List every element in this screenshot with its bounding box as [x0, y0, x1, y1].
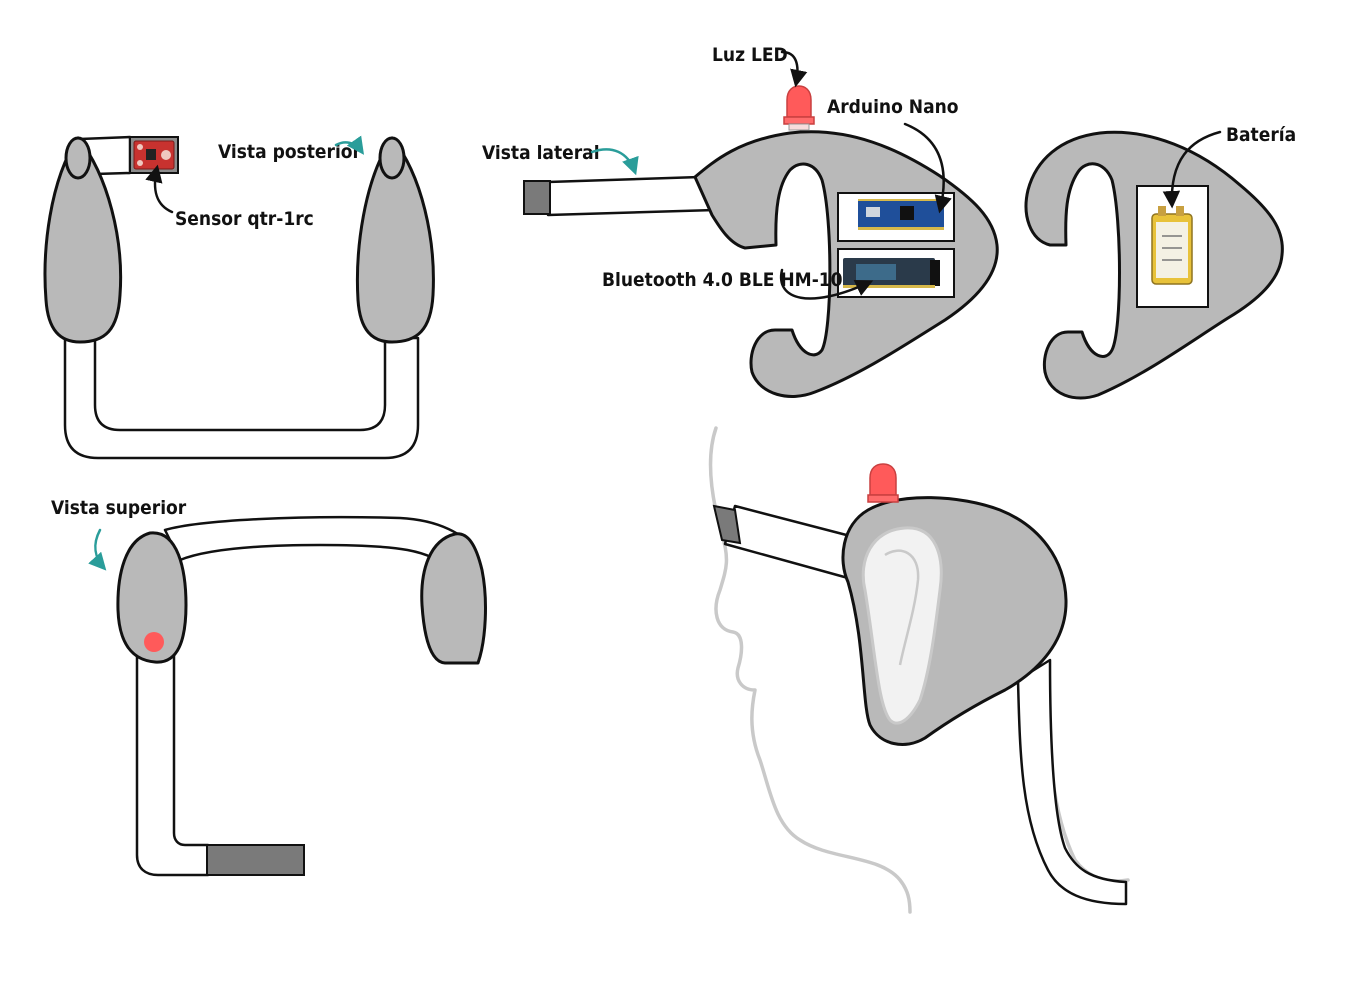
side-view-arm-tip — [524, 181, 550, 214]
top-view: Vista superior — [51, 497, 485, 875]
arduino-board — [858, 199, 944, 230]
sensor-board — [134, 141, 174, 169]
arduino-label: Arduino Nano — [827, 96, 959, 118]
battery-view: Batería — [1026, 124, 1296, 398]
worn-led — [868, 464, 898, 502]
top-view-arm — [137, 655, 208, 875]
side-view-label: Vista lateral — [482, 142, 600, 164]
battery-cell — [1152, 206, 1192, 284]
top-view-arm-tip — [207, 845, 304, 875]
sensor-label: Sensor qtr-1rc — [175, 208, 314, 230]
worn-view-arm — [725, 506, 858, 578]
battery-label: Batería — [1226, 124, 1296, 146]
worn-view — [710, 428, 1128, 912]
top-view-led-dot — [144, 632, 164, 652]
led-top — [784, 86, 814, 130]
top-view-label: Vista superior — [51, 497, 187, 519]
rear-view: Sensor qtr-1rc Vista posterior — [45, 137, 433, 458]
sensor-arrow — [155, 168, 172, 212]
side-view-arm — [548, 177, 715, 215]
worn-view-band — [1018, 660, 1126, 904]
rear-view-left-pod-tip — [66, 138, 90, 178]
bluetooth-board — [843, 258, 940, 288]
led-label: Luz LED — [712, 44, 788, 66]
top-view-arrow — [95, 530, 104, 568]
rear-view-band — [65, 338, 418, 458]
side-view: Luz LED Arduino Nano Bluetooth 4.0 BLE H… — [482, 44, 997, 396]
rear-view-right-pod-tip — [380, 138, 404, 178]
bluetooth-label: Bluetooth 4.0 BLE HM-10 — [602, 269, 843, 291]
worn-view-arm-tip — [714, 506, 740, 543]
top-view-right-pod — [422, 534, 486, 663]
